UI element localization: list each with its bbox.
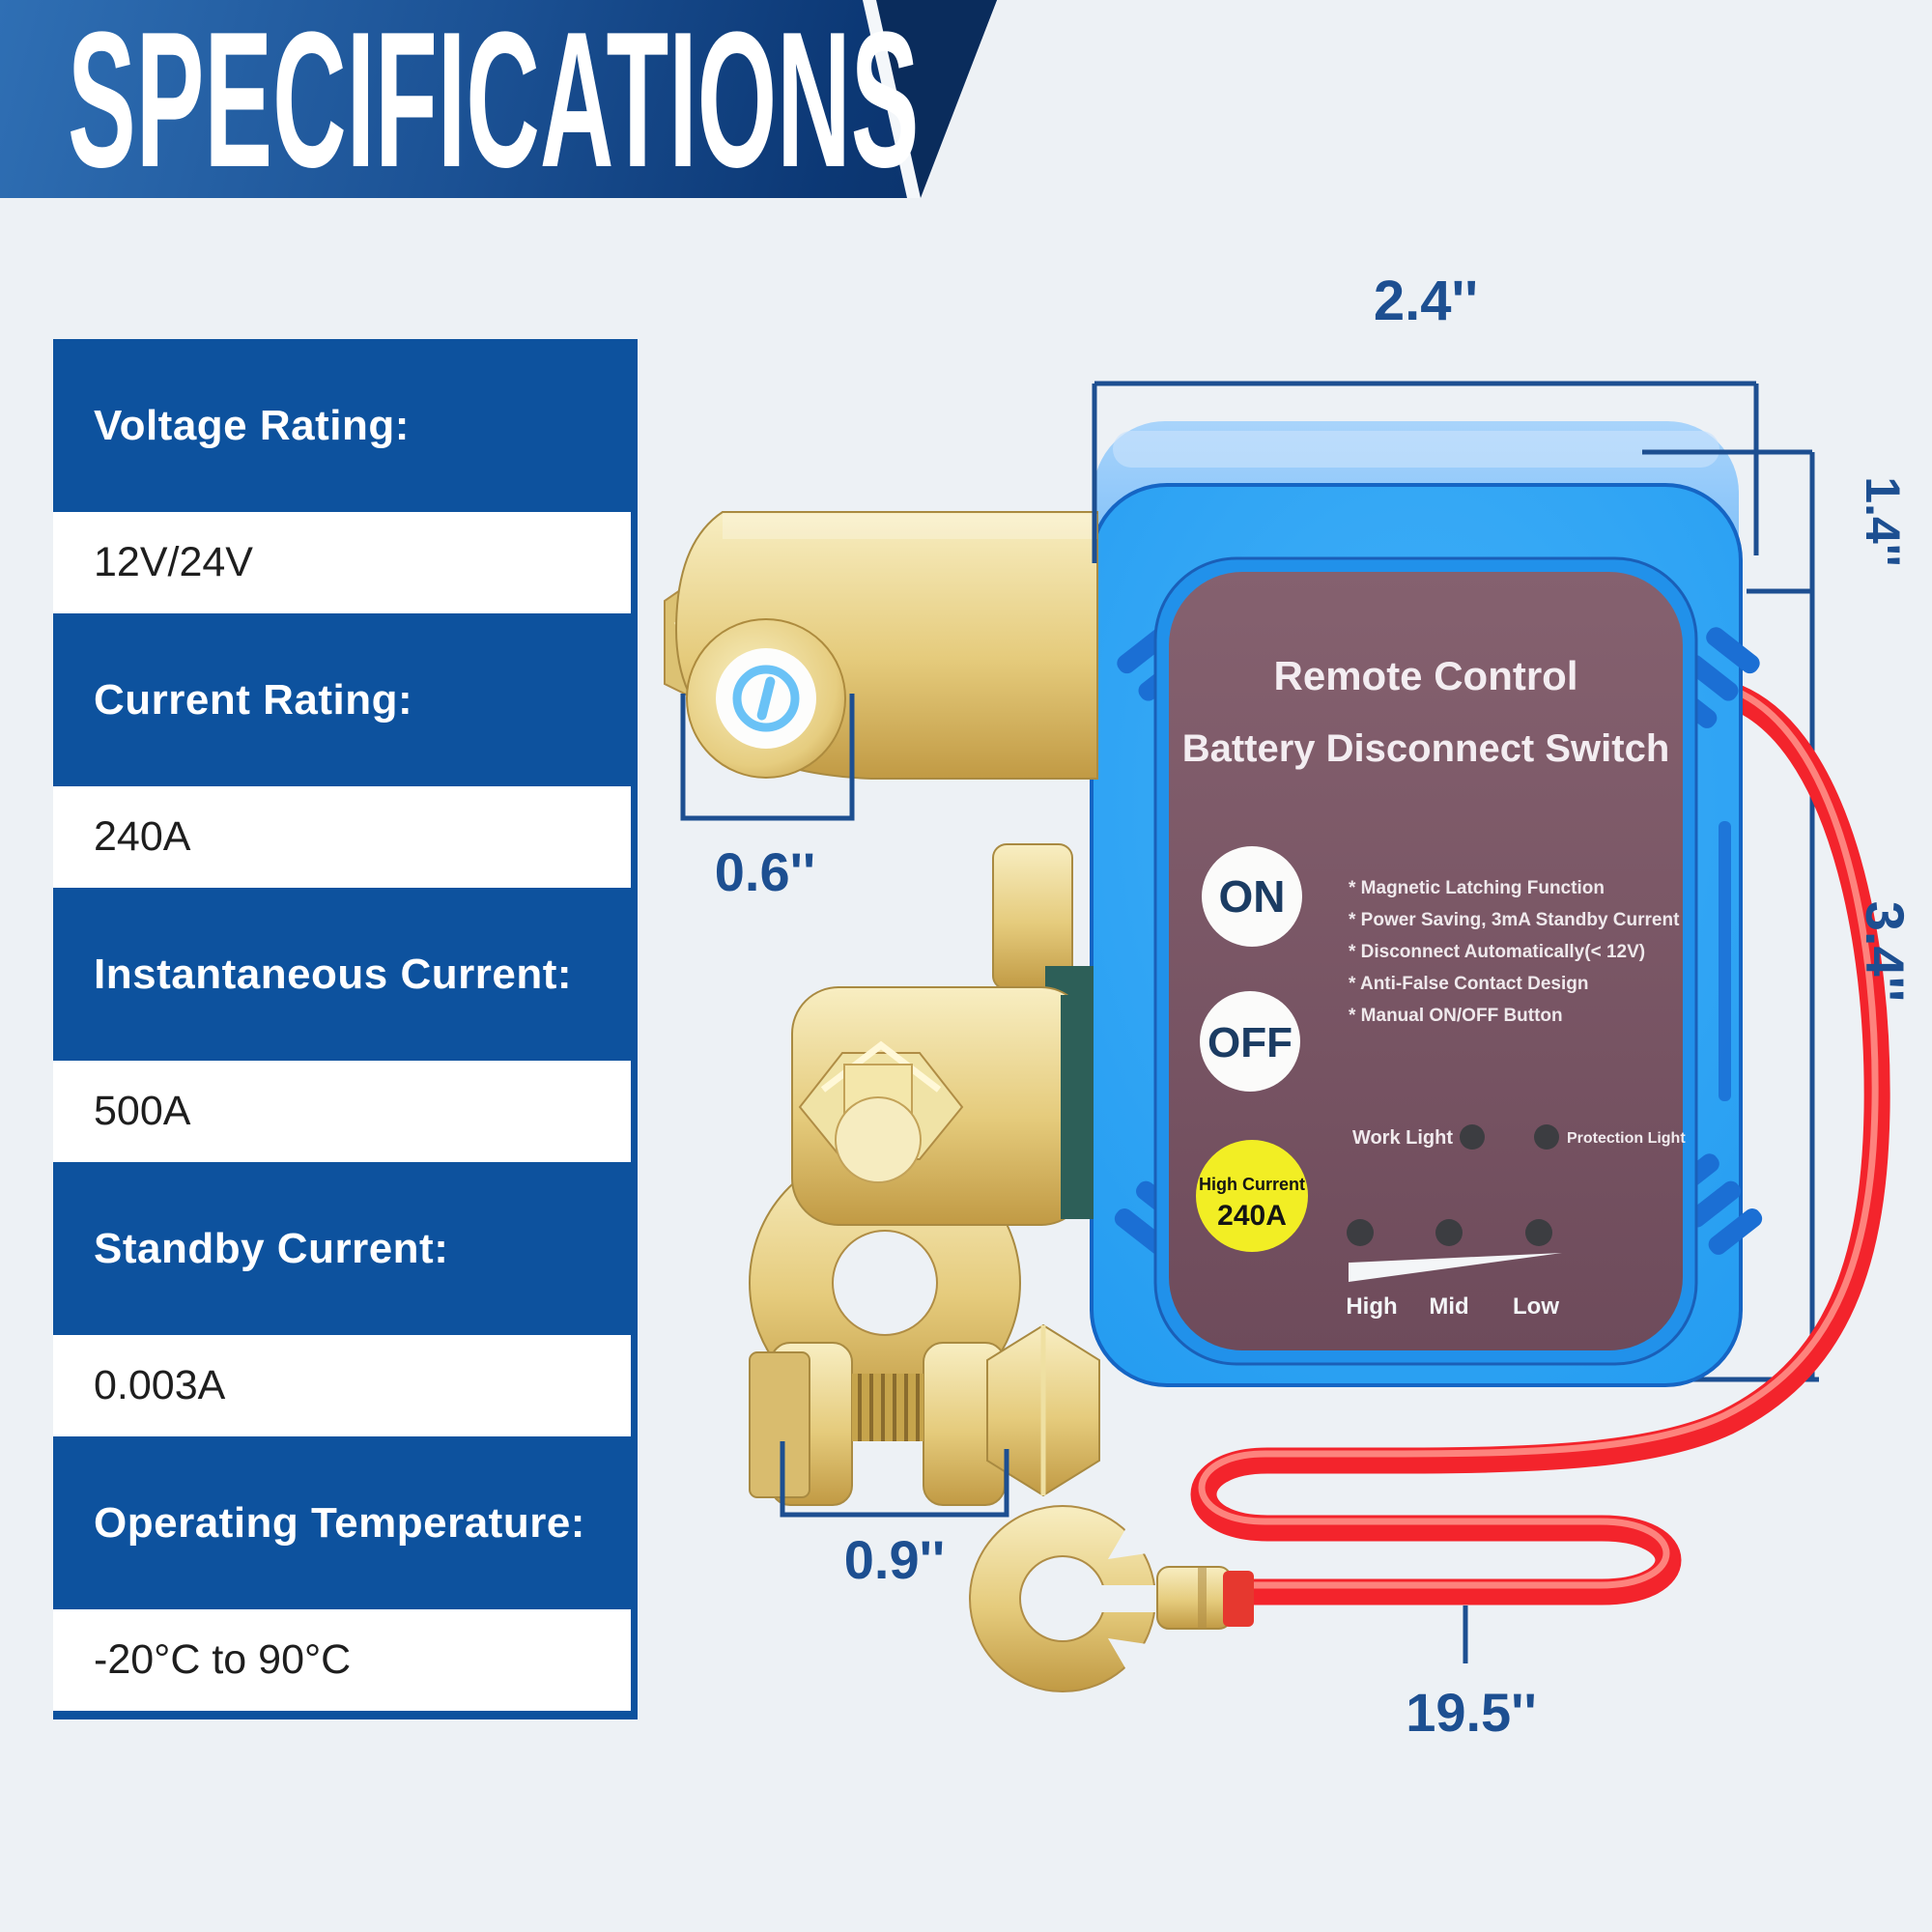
spec-label: Standby Current: [53, 1162, 638, 1335]
spec-value-text: 0.003A [94, 1362, 226, 1408]
spec-value: 500A [53, 1061, 631, 1162]
high-current-badge [1196, 1140, 1308, 1252]
feature-item: * Manual ON/OFF Button [1349, 1006, 1563, 1026]
spec-value-text: 240A [94, 813, 191, 860]
ring-notch-bottom [1108, 1638, 1160, 1673]
feature-item: * Disconnect Automatically(< 12V) [1349, 942, 1645, 962]
level-wedge [1349, 1253, 1562, 1282]
power-icon-bar [756, 676, 776, 721]
spec-label-text: Current Rating: [94, 675, 413, 724]
level-label-low: Low [1513, 1293, 1559, 1320]
screw-threads [858, 1374, 920, 1441]
level-led-mid [1435, 1219, 1463, 1246]
spec-value-text: 500A [94, 1088, 191, 1134]
spec-label-text: Instantaneous Current: [94, 950, 573, 998]
spec-value-text: -20°C to 90°C [94, 1636, 352, 1683]
spec-label: Instantaneous Current: [53, 888, 638, 1061]
page-title: SPECIFICATIONS [68, 0, 920, 208]
cable-highlight [1198, 687, 1879, 1589]
spec-value: 240A [53, 786, 631, 888]
dim-0-6-bracket [680, 694, 855, 821]
device-title-line2: Battery Disconnect Switch [1182, 727, 1670, 770]
on-button-label: ON [1219, 871, 1286, 922]
dim-lid-height-label: 1.4'' [1856, 476, 1910, 566]
level-led-high [1347, 1219, 1374, 1246]
spec-label: Voltage Rating: [53, 339, 638, 512]
label-panel [1169, 572, 1683, 1350]
dim-body-height-label: 3.4'' [1855, 901, 1916, 1002]
dim-button-label: 0.6'' [715, 841, 815, 902]
dimension-annotations: 2.4'' 1.4'' 3.4'' 0.6'' 0.9'' 19.5'' [680, 270, 1916, 1743]
protection-light-label: Protection Light [1567, 1130, 1686, 1147]
barrel-groove [1198, 1567, 1207, 1629]
clamp-screw [852, 1374, 923, 1441]
spec-value-text: 12V/24V [94, 539, 253, 585]
badge-line2: 240A [1217, 1200, 1287, 1232]
dim-clamp-label: 0.9'' [844, 1529, 945, 1590]
spec-label-text: Voltage Rating: [94, 401, 410, 449]
work-light-led [1460, 1124, 1485, 1150]
dim-cable-label: 19.5'' [1406, 1682, 1537, 1743]
spec-value: 12V/24V [53, 512, 631, 613]
clamp-plate-side [1061, 995, 1094, 1219]
protection-light-led [1534, 1124, 1559, 1150]
hex-chevron [820, 1040, 942, 1093]
spec-value: -20°C to 90°C [53, 1609, 631, 1711]
ring-notch-top [1108, 1524, 1160, 1559]
level-label-mid: Mid [1429, 1293, 1468, 1320]
badge-line1: High Current [1199, 1175, 1305, 1194]
spec-table: Voltage Rating: 12V/24V Current Rating: … [53, 339, 638, 1719]
stud-tip [835, 1096, 922, 1183]
off-button [1200, 991, 1300, 1092]
power-icon [732, 665, 800, 732]
lid-gloss [1113, 431, 1719, 468]
brass-terminals [664, 511, 1254, 1692]
clamp-square-nut [749, 1351, 810, 1498]
off-button-label: OFF [1208, 1019, 1293, 1066]
remote-cable [1190, 684, 1890, 1605]
barrel-red-band [1223, 1571, 1254, 1627]
header-banner: SPECIFICATIONS [0, 0, 1063, 208]
plate-highlight [723, 514, 1097, 539]
feature-item: * Anti-False Contact Design [1349, 974, 1588, 994]
spec-value: 0.003A [53, 1335, 631, 1436]
spec-label-text: Standby Current: [94, 1224, 449, 1272]
dim-width-label: 2.4'' [1374, 270, 1478, 332]
on-button [1202, 846, 1302, 947]
dim-0-9-bracket [780, 1441, 1009, 1518]
spec-label: Current Rating: [53, 613, 638, 786]
crimp-barrel [1156, 1566, 1232, 1630]
banner-background [0, 0, 997, 198]
spec-label-text: Operating Temperature: [94, 1498, 585, 1547]
feature-item: * Power Saving, 3mA Standby Current [1349, 910, 1680, 930]
level-label-high: High [1346, 1293, 1397, 1320]
level-led-low [1525, 1219, 1552, 1246]
work-light-label: Work Light [1352, 1127, 1453, 1149]
clamp-ring-hole [832, 1230, 938, 1336]
groove-right [1719, 821, 1731, 1101]
ring-terminal-slot [1063, 1585, 1171, 1612]
switch-device: Remote Control Battery Disconnect Switch… [1090, 421, 1766, 1387]
spec-label: Operating Temperature: [53, 1436, 638, 1609]
feature-item: * Magnetic Latching Function [1349, 878, 1605, 898]
device-title-line1: Remote Control [1274, 653, 1578, 698]
